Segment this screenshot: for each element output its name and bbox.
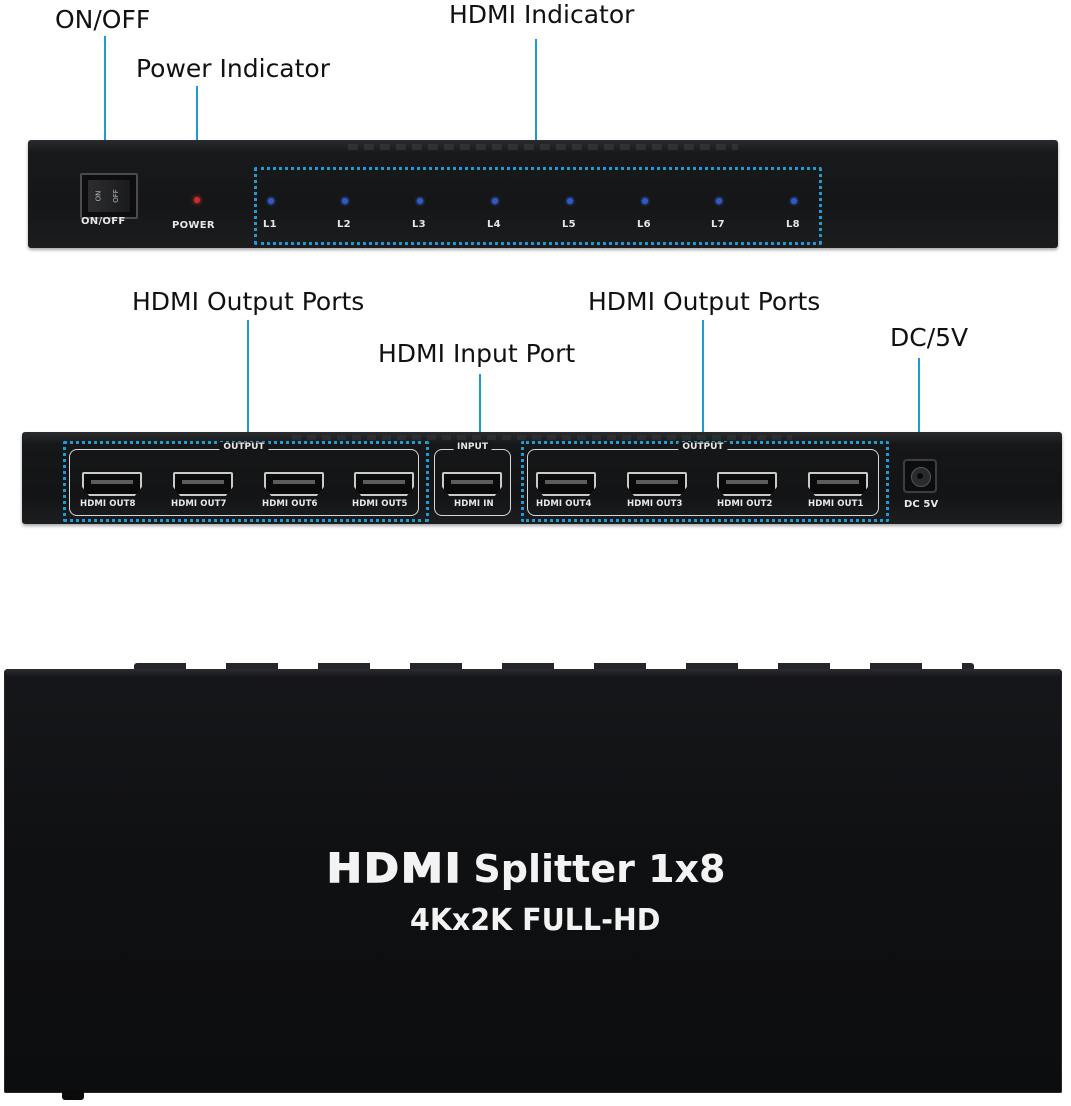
leader-input: [479, 374, 481, 446]
hdmi-port-out6[interactable]: [264, 472, 324, 496]
hdmi-port-out1[interactable]: [808, 472, 868, 496]
leader-output-left: [247, 320, 249, 446]
hdmi-port-in[interactable]: [442, 472, 502, 496]
callout-hdmi-output-ports-right: HDMI Output Ports: [588, 287, 821, 316]
port-label-out5: HDMI OUT5: [352, 499, 408, 509]
rear-port-ridges: [134, 663, 974, 671]
hdmi-port-out5[interactable]: [354, 472, 414, 496]
output-group-left-title: OUTPUT: [219, 442, 269, 452]
resolution-label: 4Kx2K FULL-HD: [410, 903, 661, 938]
leader-output-right: [702, 320, 704, 446]
led-l2: [342, 198, 348, 204]
led-l1: [268, 198, 274, 204]
led-l4: [492, 198, 498, 204]
led-l3: [417, 198, 423, 204]
callout-on-off: ON/OFF: [55, 5, 151, 34]
callout-hdmi-indicator: HDMI Indicator: [449, 0, 635, 29]
port-label-out1: HDMI OUT1: [808, 499, 864, 509]
port-label-out2: HDMI OUT2: [717, 499, 773, 509]
led-label-l7: L7: [711, 219, 725, 230]
output-group-right-title: OUTPUT: [678, 442, 728, 452]
led-label-l4: L4: [487, 219, 501, 230]
hdmi-port-out8[interactable]: [82, 472, 142, 496]
led-l6: [642, 198, 648, 204]
led-label-l6: L6: [637, 219, 651, 230]
front-panel: ON OFF ON/OFF POWER L1 L2 L3 L4 L5 L6 L7…: [28, 140, 1058, 248]
led-label-l1: L1: [263, 219, 277, 230]
output-group-right: OUTPUT: [527, 442, 879, 516]
hdmi-port-out4[interactable]: [536, 472, 596, 496]
rocker: ON OFF: [88, 180, 130, 212]
hdmi-port-out2[interactable]: [717, 472, 777, 496]
callout-hdmi-output-ports-left: HDMI Output Ports: [132, 287, 365, 316]
leader-hdmi-indicator: [535, 39, 537, 169]
power-label: POWER: [172, 220, 215, 231]
switch-off-text: OFF: [111, 189, 120, 203]
top-rim: [4, 669, 1062, 677]
led-l5: [567, 198, 573, 204]
rear-panel: OUTPUT HDMI OUT8 HDMI OUT7 HDMI OUT6 HDM…: [22, 432, 1062, 524]
output-group-left: OUTPUT: [69, 442, 419, 516]
hdmi-indicator-highlight: [254, 167, 822, 245]
input-group-title: INPUT: [453, 442, 492, 452]
led-label-l5: L5: [562, 219, 576, 230]
port-label-in: HDMI IN: [454, 499, 494, 509]
port-label-out3: HDMI OUT3: [627, 499, 683, 509]
led-l8: [791, 198, 797, 204]
led-label-l2: L2: [337, 219, 351, 230]
power-led: [194, 197, 200, 203]
led-label-l8: L8: [786, 219, 800, 230]
front-engraving: [348, 144, 738, 150]
device-top-view: [4, 663, 1062, 1093]
leader-power-indicator: [196, 86, 198, 174]
port-label-out4: HDMI OUT4: [536, 499, 592, 509]
callout-dc-5v: DC/5V: [890, 323, 969, 352]
hdmi-port-out7[interactable]: [173, 472, 233, 496]
callout-power-indicator: Power Indicator: [136, 54, 331, 83]
rear-engraving: [292, 435, 792, 440]
port-label-out6: HDMI OUT6: [262, 499, 318, 509]
callout-hdmi-input-port: HDMI Input Port: [378, 339, 576, 368]
dc-label: DC 5V: [904, 499, 939, 510]
switch-label: ON/OFF: [81, 216, 126, 227]
hdmi-logo: HDMI: [326, 845, 463, 893]
led-l7: [716, 198, 722, 204]
leader-dc: [918, 358, 920, 442]
hdmi-port-out3[interactable]: [627, 472, 687, 496]
leader-on-off: [104, 36, 106, 176]
port-label-out8: HDMI OUT8: [80, 499, 136, 509]
power-switch[interactable]: ON OFF: [80, 173, 138, 219]
led-label-l3: L3: [412, 219, 426, 230]
port-label-out7: HDMI OUT7: [171, 499, 227, 509]
dc-power-jack[interactable]: [903, 459, 937, 493]
switch-on-text: ON: [94, 190, 103, 202]
product-name: Splitter 1x8: [473, 847, 726, 891]
input-group: INPUT: [434, 442, 511, 516]
device-foot: [62, 1090, 84, 1100]
